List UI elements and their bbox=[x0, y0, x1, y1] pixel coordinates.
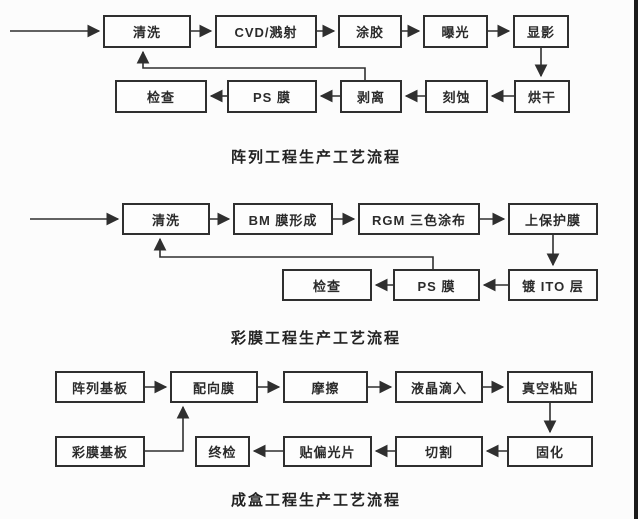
flow-box-baohu: 上保护膜 bbox=[508, 203, 598, 235]
flow-box-tiepian: 贴偏光片 bbox=[283, 436, 372, 467]
flow-box-zhongjian: 终检 bbox=[195, 436, 250, 467]
flow-box-tujiao: 涂胶 bbox=[338, 15, 402, 48]
flow-box-rgm: RGM 三色涂布 bbox=[358, 203, 480, 235]
flow-box-zhenlie: 阵列基板 bbox=[55, 371, 145, 403]
flow-box-caimo: 彩膜基板 bbox=[55, 436, 145, 467]
flow-box-bm: BM 膜形成 bbox=[233, 203, 333, 235]
flow-box-psmo-2: PS 膜 bbox=[393, 269, 480, 301]
chart1-title: 阵列工程生产工艺流程 bbox=[230, 149, 401, 166]
flow-box-qingxi-1: 清洗 bbox=[103, 15, 191, 48]
flow-box-ito: 镀 ITO 层 bbox=[508, 269, 598, 301]
flow-box-honggan: 烘干 bbox=[514, 80, 570, 113]
flow-box-cvd: CVD/溅射 bbox=[215, 15, 317, 48]
flow-box-baoguang: 曝光 bbox=[423, 15, 488, 48]
arrow-psmo2-loop-to-qingxi2 bbox=[153, 237, 434, 269]
flow-box-yejing: 液晶滴入 bbox=[395, 371, 483, 403]
flow-box-moca: 摩擦 bbox=[283, 371, 368, 403]
flow-box-xianying: 显影 bbox=[513, 15, 569, 48]
right-edge-bar bbox=[634, 0, 638, 519]
flow-box-psmo-1: PS 膜 bbox=[227, 80, 317, 113]
chart2-title: 彩膜工程生产工艺流程 bbox=[230, 330, 401, 347]
flow-box-boli: 剥离 bbox=[340, 80, 402, 113]
arrow-boli-loop-to-qingxi bbox=[136, 50, 366, 80]
flow-box-jiancha-1: 检查 bbox=[115, 80, 207, 113]
flow-box-zhenkong: 真空粘贴 bbox=[507, 371, 593, 403]
arrow-caimo-to-peixiang bbox=[145, 405, 190, 452]
flow-box-keshi: 刻蚀 bbox=[425, 80, 488, 113]
flow-box-guhua: 固化 bbox=[507, 436, 593, 467]
flow-box-qingxi-2: 清洗 bbox=[122, 203, 210, 235]
flow-box-peixiang: 配向膜 bbox=[170, 371, 258, 403]
flow-box-qiege: 切割 bbox=[395, 436, 483, 467]
chart3-title: 成盒工程生产工艺流程 bbox=[230, 492, 401, 509]
flow-box-jiancha-2: 检查 bbox=[282, 269, 372, 301]
